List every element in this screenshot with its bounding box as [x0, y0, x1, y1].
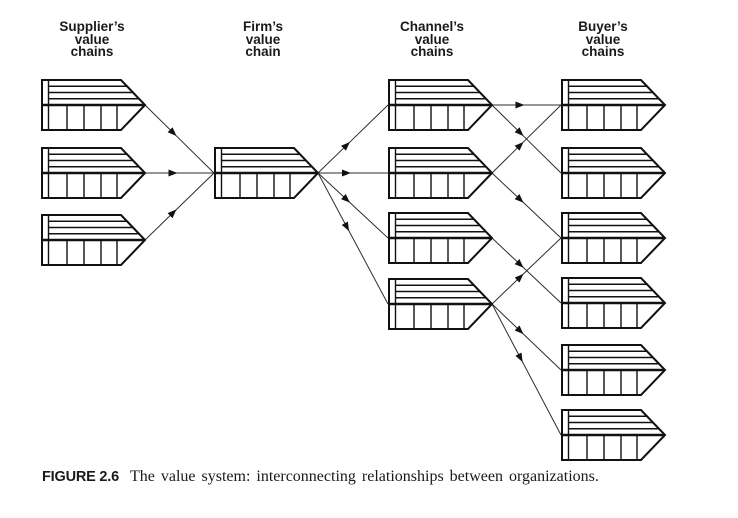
- value-chain-shape-b3: [561, 212, 667, 264]
- value-chain-shape-b1: [561, 79, 667, 131]
- column-header-buyers: Buyer’s value chains: [578, 19, 628, 59]
- figure-caption-text: The value system: interconnecting relati…: [129, 468, 599, 485]
- value-chain-shape-s1: [41, 79, 147, 131]
- value-chain-shape-f1: [214, 147, 320, 199]
- value-chain-shape-c4: [388, 278, 494, 330]
- figure-number-label: FIGURE 2.6: [42, 469, 119, 485]
- column-header-channels: Channel’s value chains: [399, 19, 465, 59]
- value-chain-shape-s2: [41, 147, 147, 199]
- value-chain-shape-c1: [388, 79, 494, 131]
- column-header-suppliers: Supplier’s value chains: [59, 19, 125, 59]
- connector-arrow-c4-b5: [491, 303, 562, 371]
- value-chain-shape-c2: [388, 147, 494, 199]
- column-header-firm: Firm’s value chain: [242, 19, 284, 59]
- value-chain-shape-b4: [561, 277, 667, 329]
- connector-arrow-f1-c1: [317, 104, 389, 174]
- connector-arrow-c1-b2: [491, 104, 562, 174]
- connector-arrow-c2-b1: [491, 104, 562, 174]
- value-chain-shape-b5: [561, 344, 667, 396]
- connector-arrow-c4-b6: [491, 303, 562, 436]
- connector-arrow-c3-b4: [491, 237, 562, 304]
- connector-arrow-s1-f1: [144, 104, 215, 174]
- value-chain-shape-s3: [41, 214, 147, 266]
- value-chain-shape-b2: [561, 147, 667, 199]
- connector-arrows: [144, 101, 562, 436]
- value-chain-shape-c3: [388, 212, 494, 264]
- connector-arrow-c2-b3: [491, 172, 562, 239]
- connector-arrow-f1-c4: [317, 172, 389, 305]
- value-chain-shape-b6: [561, 409, 667, 461]
- connector-arrow-s3-f1: [144, 172, 215, 241]
- connector-arrow-c4-b3: [491, 237, 562, 305]
- figure-caption: FIGURE 2.6 The value system: interconnect…: [42, 468, 599, 486]
- connector-arrow-f1-c3: [317, 172, 389, 239]
